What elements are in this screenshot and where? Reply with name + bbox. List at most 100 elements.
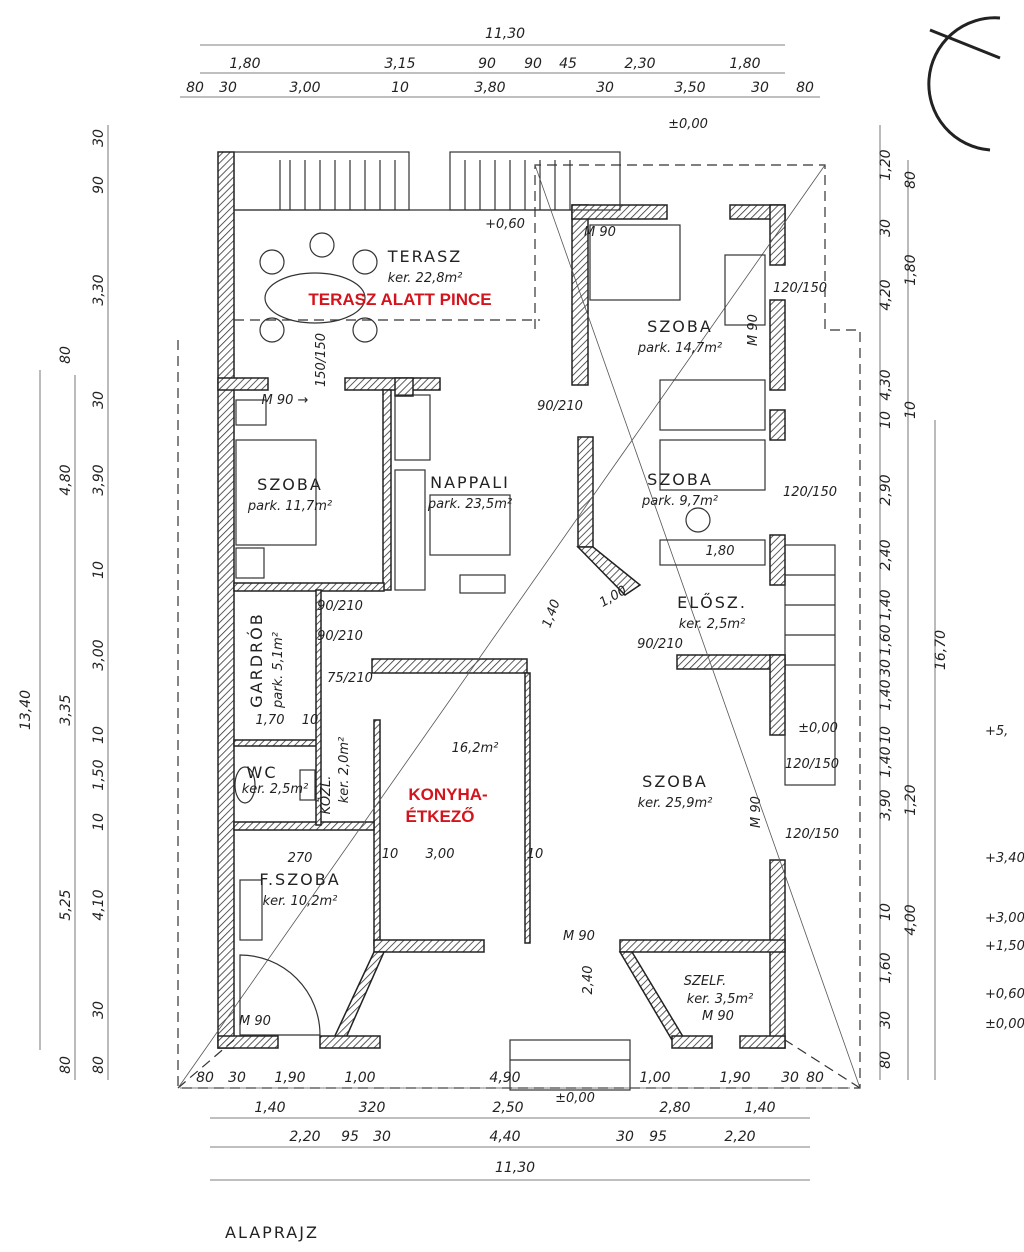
section-level: +3,00 (985, 911, 1024, 926)
dimension-label: 4,80 (58, 464, 74, 495)
opening-label: 270 (288, 851, 313, 866)
opening-label: 120/150 (773, 281, 827, 296)
section-level: +1,50 (985, 939, 1024, 954)
dimension-label: 80 (796, 80, 814, 96)
dimension-label: 10 (91, 561, 107, 579)
dimension-label: 80 (58, 1056, 74, 1074)
level-marker: ±0,00 (555, 1091, 595, 1106)
room-name: ELŐSZ. (677, 592, 747, 612)
section-level: +3,40 (985, 851, 1024, 866)
dimension-label: 2,30 (624, 56, 655, 72)
dimension-label: 4,90 (489, 1070, 520, 1086)
opening-label: M 90 → (262, 393, 309, 408)
wall (577, 436, 594, 548)
wall (524, 672, 531, 944)
dimension-label: 10 (391, 80, 409, 96)
level-marker: +0,60 (485, 217, 525, 232)
dimension-label: 320 (359, 1100, 386, 1116)
dimension-label: 2,40 (878, 539, 894, 570)
dimension-label: 30 (91, 129, 107, 147)
opening-label: 10 (382, 847, 399, 862)
section-level: ±0,00 (985, 1017, 1024, 1032)
wall (344, 377, 441, 391)
room-name: SZOBA (642, 772, 708, 791)
opening-label: 1,80 (706, 544, 735, 559)
opening-label: 75/210 (327, 671, 373, 686)
dimension-label: 2,50 (492, 1100, 523, 1116)
dimension-label: 1,00 (344, 1070, 375, 1086)
wall (739, 1035, 786, 1049)
room-name: WC (247, 763, 278, 782)
dimension-label: 80 (196, 1070, 214, 1086)
dimension-label: 1,20 (903, 784, 919, 815)
dimension-label: 1,60 (878, 952, 894, 983)
wall (676, 654, 786, 670)
dimension-label: 16,70 (933, 630, 949, 670)
wall (373, 719, 381, 946)
roof-outline (177, 164, 861, 1089)
dimension-label: 3,50 (674, 80, 705, 96)
level-marker: ±0,00 (668, 117, 708, 132)
stairs (233, 151, 836, 1091)
dimension-label: 90 (478, 56, 496, 72)
room-area: park. 11,7m² (247, 499, 332, 514)
dimension-label: 3,15 (384, 56, 415, 72)
wall-west (217, 151, 235, 1049)
walls (217, 151, 786, 1049)
wall (233, 821, 375, 831)
dimension-label: 1,80 (229, 56, 260, 72)
dimension-label: 1,40 (878, 679, 894, 710)
dimension-label: 3,80 (474, 80, 505, 96)
opening-label: 10 (302, 713, 319, 728)
wall (619, 939, 786, 953)
dimension-label: 90 (524, 56, 542, 72)
room-name: GARDRÓB (247, 612, 266, 707)
opening-label: 90/210 (537, 399, 583, 414)
dimension-label: 11,30 (495, 1160, 535, 1176)
dimension-label: 1,20 (878, 149, 894, 180)
wall (371, 658, 528, 674)
dimension-label: 80 (903, 171, 919, 189)
opening-label: 90/210 (317, 599, 363, 614)
dimension-label: 30 (878, 219, 894, 237)
dimension-label: 1,90 (719, 1070, 750, 1086)
dimension-label: 2,80 (659, 1100, 690, 1116)
dimension-label: 3,90 (878, 789, 894, 820)
opening-label: M 90 (563, 929, 595, 944)
chimney (394, 377, 414, 397)
dimension-label: 10 (903, 401, 919, 419)
opening-label: 120/150 (783, 485, 837, 500)
wall (319, 1035, 381, 1049)
wall (233, 582, 385, 592)
dining-table (264, 272, 366, 324)
drawing-title: ALAPRAJZ (225, 1223, 319, 1242)
dimension-label: 1,40 (744, 1100, 775, 1116)
room-area: ker. 25,9m² (638, 796, 713, 811)
wall (382, 389, 392, 591)
dimension-label: 30 (878, 1011, 894, 1029)
wall (769, 204, 786, 266)
opening-label: M 90 (584, 225, 616, 240)
room-area: ker. 2,0m² (337, 737, 352, 804)
dimension-label: 30 (228, 1070, 246, 1086)
dimension-label: 3,00 (289, 80, 320, 96)
dimension-label: 3,00 (91, 639, 107, 670)
dimension-label: 3,90 (91, 464, 107, 495)
wall (331, 951, 386, 1041)
dimension-label: 30 (91, 391, 107, 409)
room-area: park. 14,7m² (637, 341, 722, 356)
opening-label: 1,70 (256, 713, 285, 728)
dimension-label: 30 (878, 659, 894, 677)
dimension-label: 80 (91, 1056, 107, 1074)
dimension-label: 1,80 (903, 254, 919, 285)
dimension-label: 80 (58, 346, 74, 364)
dimension-label: 2,20 (289, 1129, 320, 1145)
terrace-note: TERASZ ALATT PINCE (308, 290, 491, 309)
dimension-label: 30 (616, 1129, 634, 1145)
dimension-label: 30 (596, 80, 614, 96)
dimension-label: 4,30 (878, 369, 894, 400)
dimension-label: 1,90 (274, 1070, 305, 1086)
room-name: KÖZL. (317, 776, 334, 815)
room-area: ker. 3,5m² (687, 992, 754, 1007)
